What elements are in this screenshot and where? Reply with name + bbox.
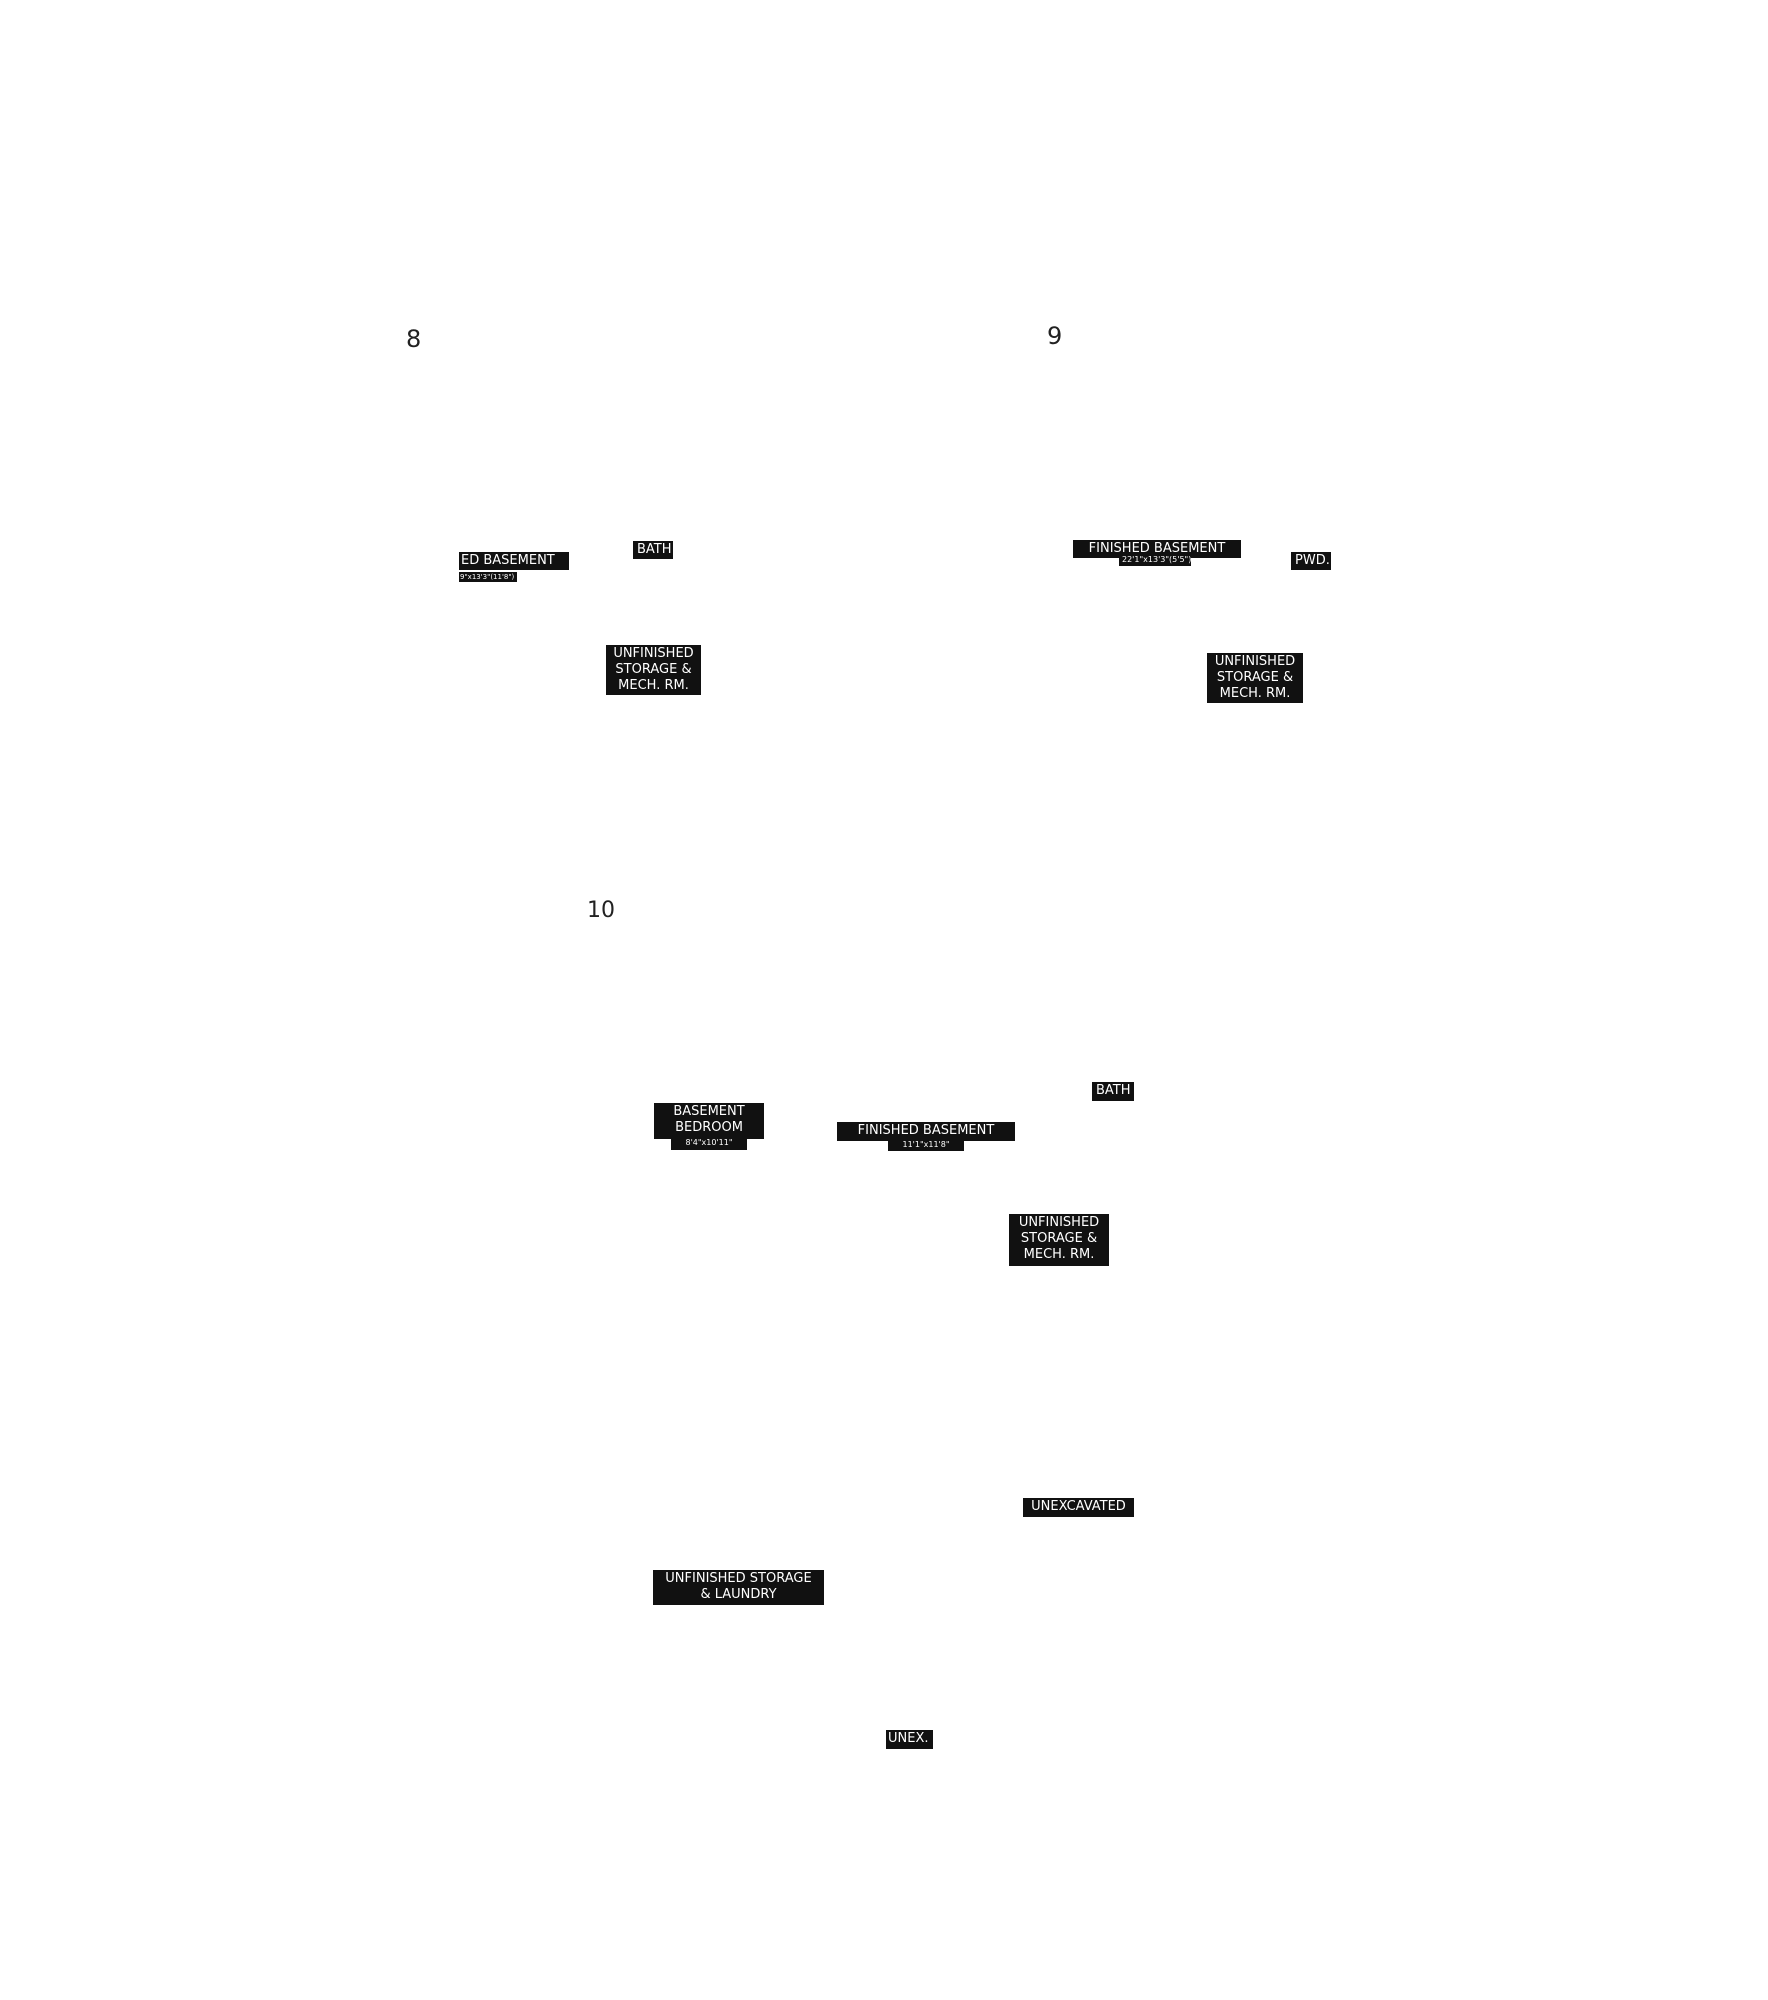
room-label-unex-10: UNEX.: [886, 1730, 933, 1749]
room-name: UNFINISHED STORAGE & LAUNDRY: [665, 1571, 812, 1602]
room-label-storage-laundry-10: UNFINISHED STORAGE & LAUNDRY: [653, 1570, 824, 1605]
room-label-finished-basement-8: ED BASEMENT: [459, 552, 569, 570]
room-label-storage-mech-9: UNFINISHED STORAGE & MECH. RM.: [1207, 653, 1303, 703]
room-dims-finished-basement-9: 22'1"x13'3"(5'5"): [1119, 555, 1191, 566]
room-name: FINISHED BASEMENT: [857, 1123, 995, 1138]
room-label-storage-mech-8: UNFINISHED STORAGE & MECH. RM.: [606, 645, 701, 695]
room-name: UNFINISHED STORAGE & MECH. RM.: [1018, 1215, 1100, 1262]
room-label-bath-10: BATH: [1092, 1082, 1134, 1101]
room-name: UNFINISHED STORAGE & MECH. RM.: [1214, 654, 1296, 701]
room-name: UNFINISHED STORAGE & MECH. RM.: [613, 646, 694, 693]
room-label-storage-mech-10: UNFINISHED STORAGE & MECH. RM.: [1009, 1214, 1109, 1266]
room-name: UNEX.: [888, 1731, 929, 1746]
plan-number-8: 8: [406, 325, 422, 353]
room-label-bath-8: BATH: [633, 541, 673, 559]
room-dims-finished-basement-8: 9"x13'3"(11'8"): [459, 572, 517, 582]
room-label-finished-basement-10: FINISHED BASEMENT: [837, 1122, 1015, 1141]
room-name: PWD.: [1295, 553, 1330, 568]
room-dims-finished-basement-10: 11'1"x11'8": [888, 1140, 964, 1151]
room-name: BATH: [637, 542, 672, 557]
room-label-finished-basement-9: FINISHED BASEMENT: [1073, 540, 1241, 558]
room-name: FINISHED BASEMENT: [1088, 541, 1226, 556]
room-name: UNEXCAVATED: [1031, 1499, 1126, 1514]
room-name: BASEMENT BEDROOM: [673, 1104, 745, 1135]
room-name: ED BASEMENT: [461, 553, 555, 568]
room-label-pwd-9: PWD.: [1291, 552, 1331, 570]
room-label-basement-bedroom-10: BASEMENT BEDROOM: [654, 1103, 764, 1139]
plan-number-9: 9: [1047, 322, 1063, 350]
room-label-unexcavated-10: UNEXCAVATED: [1023, 1498, 1134, 1517]
plan-number-10: 10: [587, 898, 615, 923]
room-name: BATH: [1096, 1083, 1131, 1098]
room-dims-basement-bedroom-10: 8'4"x10'11": [671, 1138, 747, 1150]
